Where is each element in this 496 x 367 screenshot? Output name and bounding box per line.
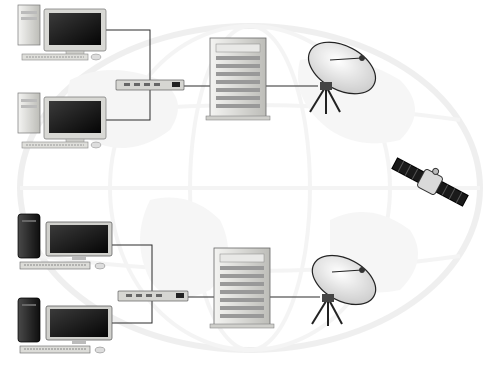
tower-server-b: [209, 247, 275, 329]
workstation-a1: [17, 4, 107, 61]
network-switch-b: [117, 290, 189, 302]
satellite: [391, 157, 469, 207]
satellite-dish-a: [307, 41, 377, 114]
network-switch-a: [115, 79, 185, 91]
network-links: [90, 29, 320, 324]
workstation-a2: [17, 92, 107, 149]
satellite-dish-b: [311, 254, 377, 326]
tower-server-a: [205, 37, 271, 121]
workstation-b2: [17, 297, 113, 354]
workstation-b1: [17, 213, 113, 270]
